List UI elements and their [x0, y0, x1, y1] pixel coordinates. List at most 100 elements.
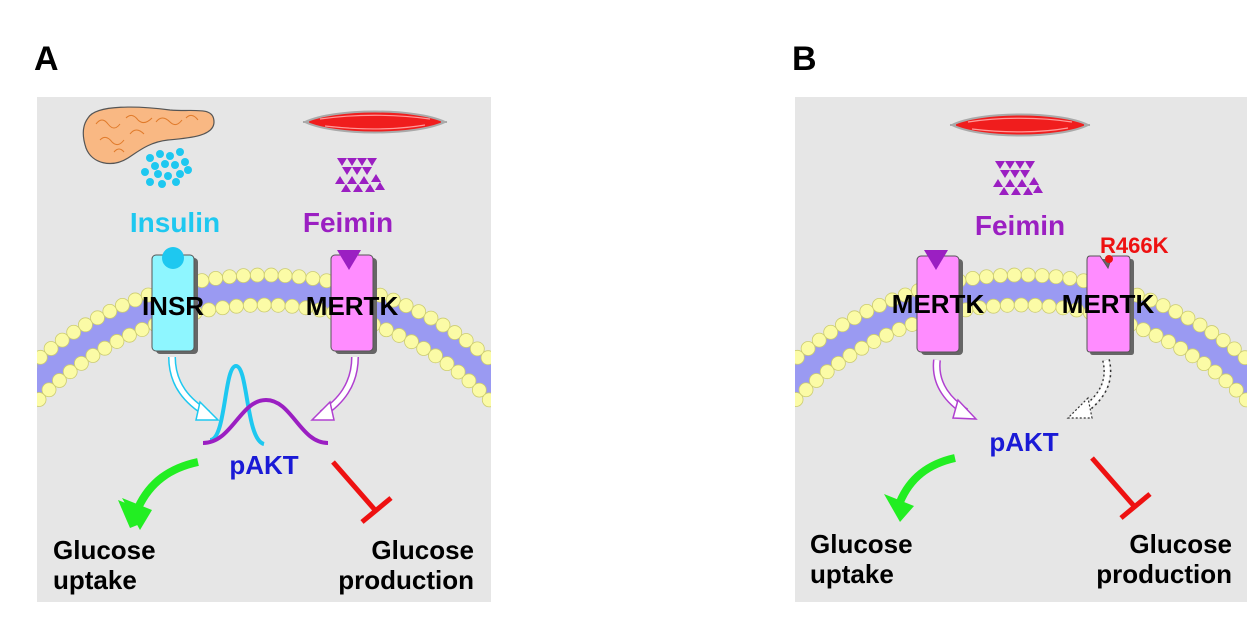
- lipid-head: [1218, 373, 1234, 389]
- lipid-head: [811, 332, 827, 348]
- lipid-head: [5, 424, 19, 438]
- lipid-head: [854, 340, 870, 356]
- lipid-head: [263, 267, 279, 283]
- lipid-head: [43, 341, 59, 356]
- feimin-triangle: [371, 174, 381, 182]
- lipid-head: [1048, 269, 1064, 285]
- lipid-head: [450, 364, 466, 380]
- lipid-head: [872, 297, 887, 313]
- impaired-signal-arrow: [1066, 359, 1112, 419]
- lipid-head: [277, 268, 293, 284]
- feimin-triangle: [1023, 187, 1033, 195]
- lipid-head: [830, 355, 846, 371]
- lipid-head: [780, 360, 794, 374]
- feimin-triangle: [341, 184, 351, 192]
- lipid-head: [727, 484, 741, 498]
- insulin-dot: [166, 152, 174, 160]
- lipid-head: [492, 403, 506, 417]
- effector-pakt-label: pAKT: [989, 427, 1058, 457]
- mertk-to-pakt-arrow: [310, 356, 359, 421]
- lipid-head: [520, 390, 534, 404]
- insulin-dot: [164, 172, 172, 180]
- lipid-head: [461, 373, 477, 389]
- lipid-head: [734, 412, 748, 426]
- ligand-feimin-label: Feimin: [303, 207, 393, 238]
- lipid-head: [770, 413, 784, 427]
- lipid-head: [553, 435, 567, 449]
- lipid-head: [208, 270, 224, 286]
- lipid-head: [518, 436, 532, 450]
- output-glucose-uptake-line2: uptake: [53, 565, 137, 595]
- lipid-head: [291, 269, 307, 285]
- lipid-head: [222, 269, 237, 285]
- lipid-head: [229, 298, 244, 314]
- lipid-head: [1173, 341, 1189, 356]
- lipid-head: [726, 423, 740, 437]
- lipid-head: [134, 322, 150, 337]
- feimin-molecules: [335, 158, 385, 192]
- feimin-triangle: [342, 167, 352, 175]
- feimin-triangle: [1025, 161, 1035, 169]
- feimin-triangle: [337, 158, 347, 166]
- lipid-head: [751, 390, 765, 404]
- activation-arrow: [118, 458, 199, 530]
- feimin-triangle: [1033, 185, 1043, 193]
- lipid-head: [62, 364, 78, 380]
- muscle-icon: [949, 113, 1091, 137]
- lipid-head: [37, 392, 47, 407]
- feimin-signal-curve: [202, 397, 329, 445]
- lipid-head: [439, 356, 455, 372]
- lipid-head: [102, 303, 118, 319]
- panel-a: Insulin Feimin INSR MERTK: [3, 97, 586, 602]
- lipid-head: [746, 447, 760, 461]
- insulin-dot: [176, 170, 184, 178]
- feimin-triangle: [1015, 161, 1025, 169]
- lipid-head: [411, 304, 427, 320]
- lipid-head: [572, 472, 586, 486]
- lipid-head: [242, 297, 258, 313]
- insulin-dot: [141, 168, 149, 176]
- muscle-icon: [302, 110, 448, 134]
- lipid-head: [800, 341, 816, 356]
- feimin-triangle: [1020, 170, 1030, 178]
- lipid-head: [1204, 325, 1220, 340]
- mertk-to-pakt-arrow: [932, 359, 978, 420]
- lipid-head: [742, 400, 756, 414]
- lipid-head: [705, 459, 719, 473]
- lipid-head: [236, 268, 251, 284]
- lipid-head: [754, 436, 768, 450]
- receptor-mertk-label: MERTK: [892, 289, 985, 319]
- lipid-head: [532, 460, 546, 474]
- lipid-head: [770, 369, 784, 383]
- feimin-triangle: [352, 167, 362, 175]
- output-glucose-uptake-line1: Glucose: [810, 529, 913, 559]
- insulin-dot: [184, 166, 192, 174]
- membrane-band: [37, 275, 491, 402]
- ligand-feimin-label: Feimin: [975, 210, 1065, 241]
- insulin-dot: [176, 148, 184, 156]
- feimin-triangle: [353, 184, 363, 192]
- feimin-triangle: [1017, 179, 1027, 187]
- lipid-head: [23, 403, 37, 417]
- lipid-head: [3, 379, 17, 393]
- panel-b: Feimin R466K MERTK MERTK pAKT: [705, 97, 1247, 602]
- lipid-head: [115, 297, 130, 313]
- lipid-head: [458, 333, 474, 348]
- lipid-head: [480, 350, 491, 366]
- lipid-head: [121, 327, 137, 343]
- feimin-triangle: [1029, 177, 1039, 185]
- lipid-head: [37, 349, 48, 365]
- insulin-dot: [171, 161, 179, 169]
- lipid-head: [1027, 297, 1043, 313]
- feimin-triangle: [1005, 179, 1015, 187]
- insulin-bound-icon: [162, 247, 184, 269]
- mertk-mutant-receptor: [1086, 255, 1134, 355]
- lipid-head: [127, 292, 143, 308]
- lipid-head: [733, 472, 747, 486]
- lipid-head: [1020, 267, 1036, 283]
- lipid-head: [52, 373, 67, 388]
- insr-receptor: [151, 247, 198, 354]
- mertk-receptor: [916, 250, 963, 355]
- lipid-head: [525, 448, 539, 462]
